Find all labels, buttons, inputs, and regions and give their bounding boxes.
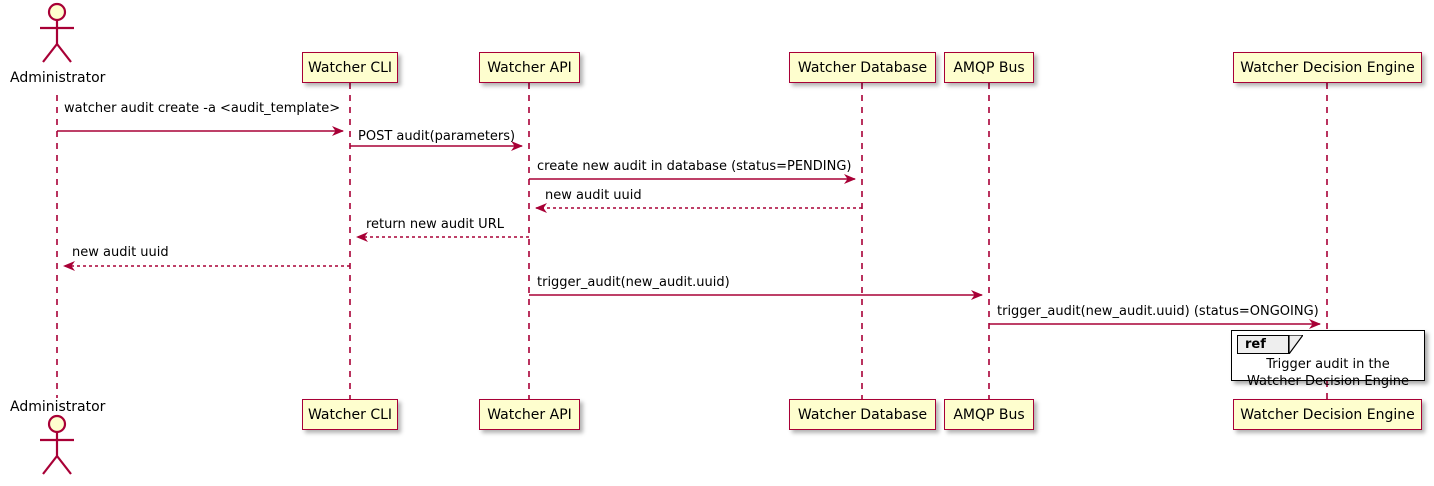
ref-fragment-tab-label: ref xyxy=(1237,335,1289,354)
participant-box-watcher-api-bottom[interactable]: Watcher API xyxy=(479,399,580,430)
participant-box-watcher-database-bottom[interactable]: Watcher Database xyxy=(789,399,936,430)
message-label-1: watcher audit create -a <audit_template> xyxy=(64,101,341,116)
participant-box-watcher-api-top[interactable]: Watcher API xyxy=(479,52,580,83)
actor-label-administrator-top: Administrator xyxy=(10,70,106,86)
ref-fragment: ref Trigger audit in the Watcher Decisio… xyxy=(1231,330,1425,389)
message-label-6: new audit uuid xyxy=(72,245,169,260)
actor-administrator-top-icon xyxy=(40,2,74,63)
ref-fragment-line-2: Watcher Decision Engine xyxy=(1247,374,1409,389)
message-label-4: new audit uuid xyxy=(545,188,642,203)
message-label-7: trigger_audit(new_audit.uuid) xyxy=(537,275,730,290)
participant-box-amqp-bus-top[interactable]: AMQP Bus xyxy=(944,52,1034,83)
message-label-2: POST audit(parameters) xyxy=(358,129,516,144)
participant-box-watcher-decision-engine-top[interactable]: Watcher Decision Engine xyxy=(1233,52,1422,83)
actor-administrator-bottom-icon xyxy=(40,414,74,475)
participant-box-watcher-decision-engine-bottom[interactable]: Watcher Decision Engine xyxy=(1233,399,1422,430)
message-label-8: trigger_audit(new_audit.uuid) (status=ON… xyxy=(997,304,1319,319)
message-label-3: create new audit in database (status=PEN… xyxy=(537,159,852,174)
ref-fragment-body: Trigger audit in the Watcher Decision En… xyxy=(1232,356,1424,390)
participant-box-amqp-bus-bottom[interactable]: AMQP Bus xyxy=(944,399,1034,430)
ref-fragment-line-1: Trigger audit in the xyxy=(1266,357,1390,372)
participant-box-watcher-cli-bottom[interactable]: Watcher CLI xyxy=(302,399,398,430)
actor-label-administrator-bottom: Administrator xyxy=(10,399,106,415)
ref-fragment-fold-icon xyxy=(1289,335,1303,354)
participant-box-watcher-cli-top[interactable]: Watcher CLI xyxy=(302,52,398,83)
participant-box-watcher-database-top[interactable]: Watcher Database xyxy=(789,52,936,83)
message-label-5: return new audit URL xyxy=(366,217,504,232)
